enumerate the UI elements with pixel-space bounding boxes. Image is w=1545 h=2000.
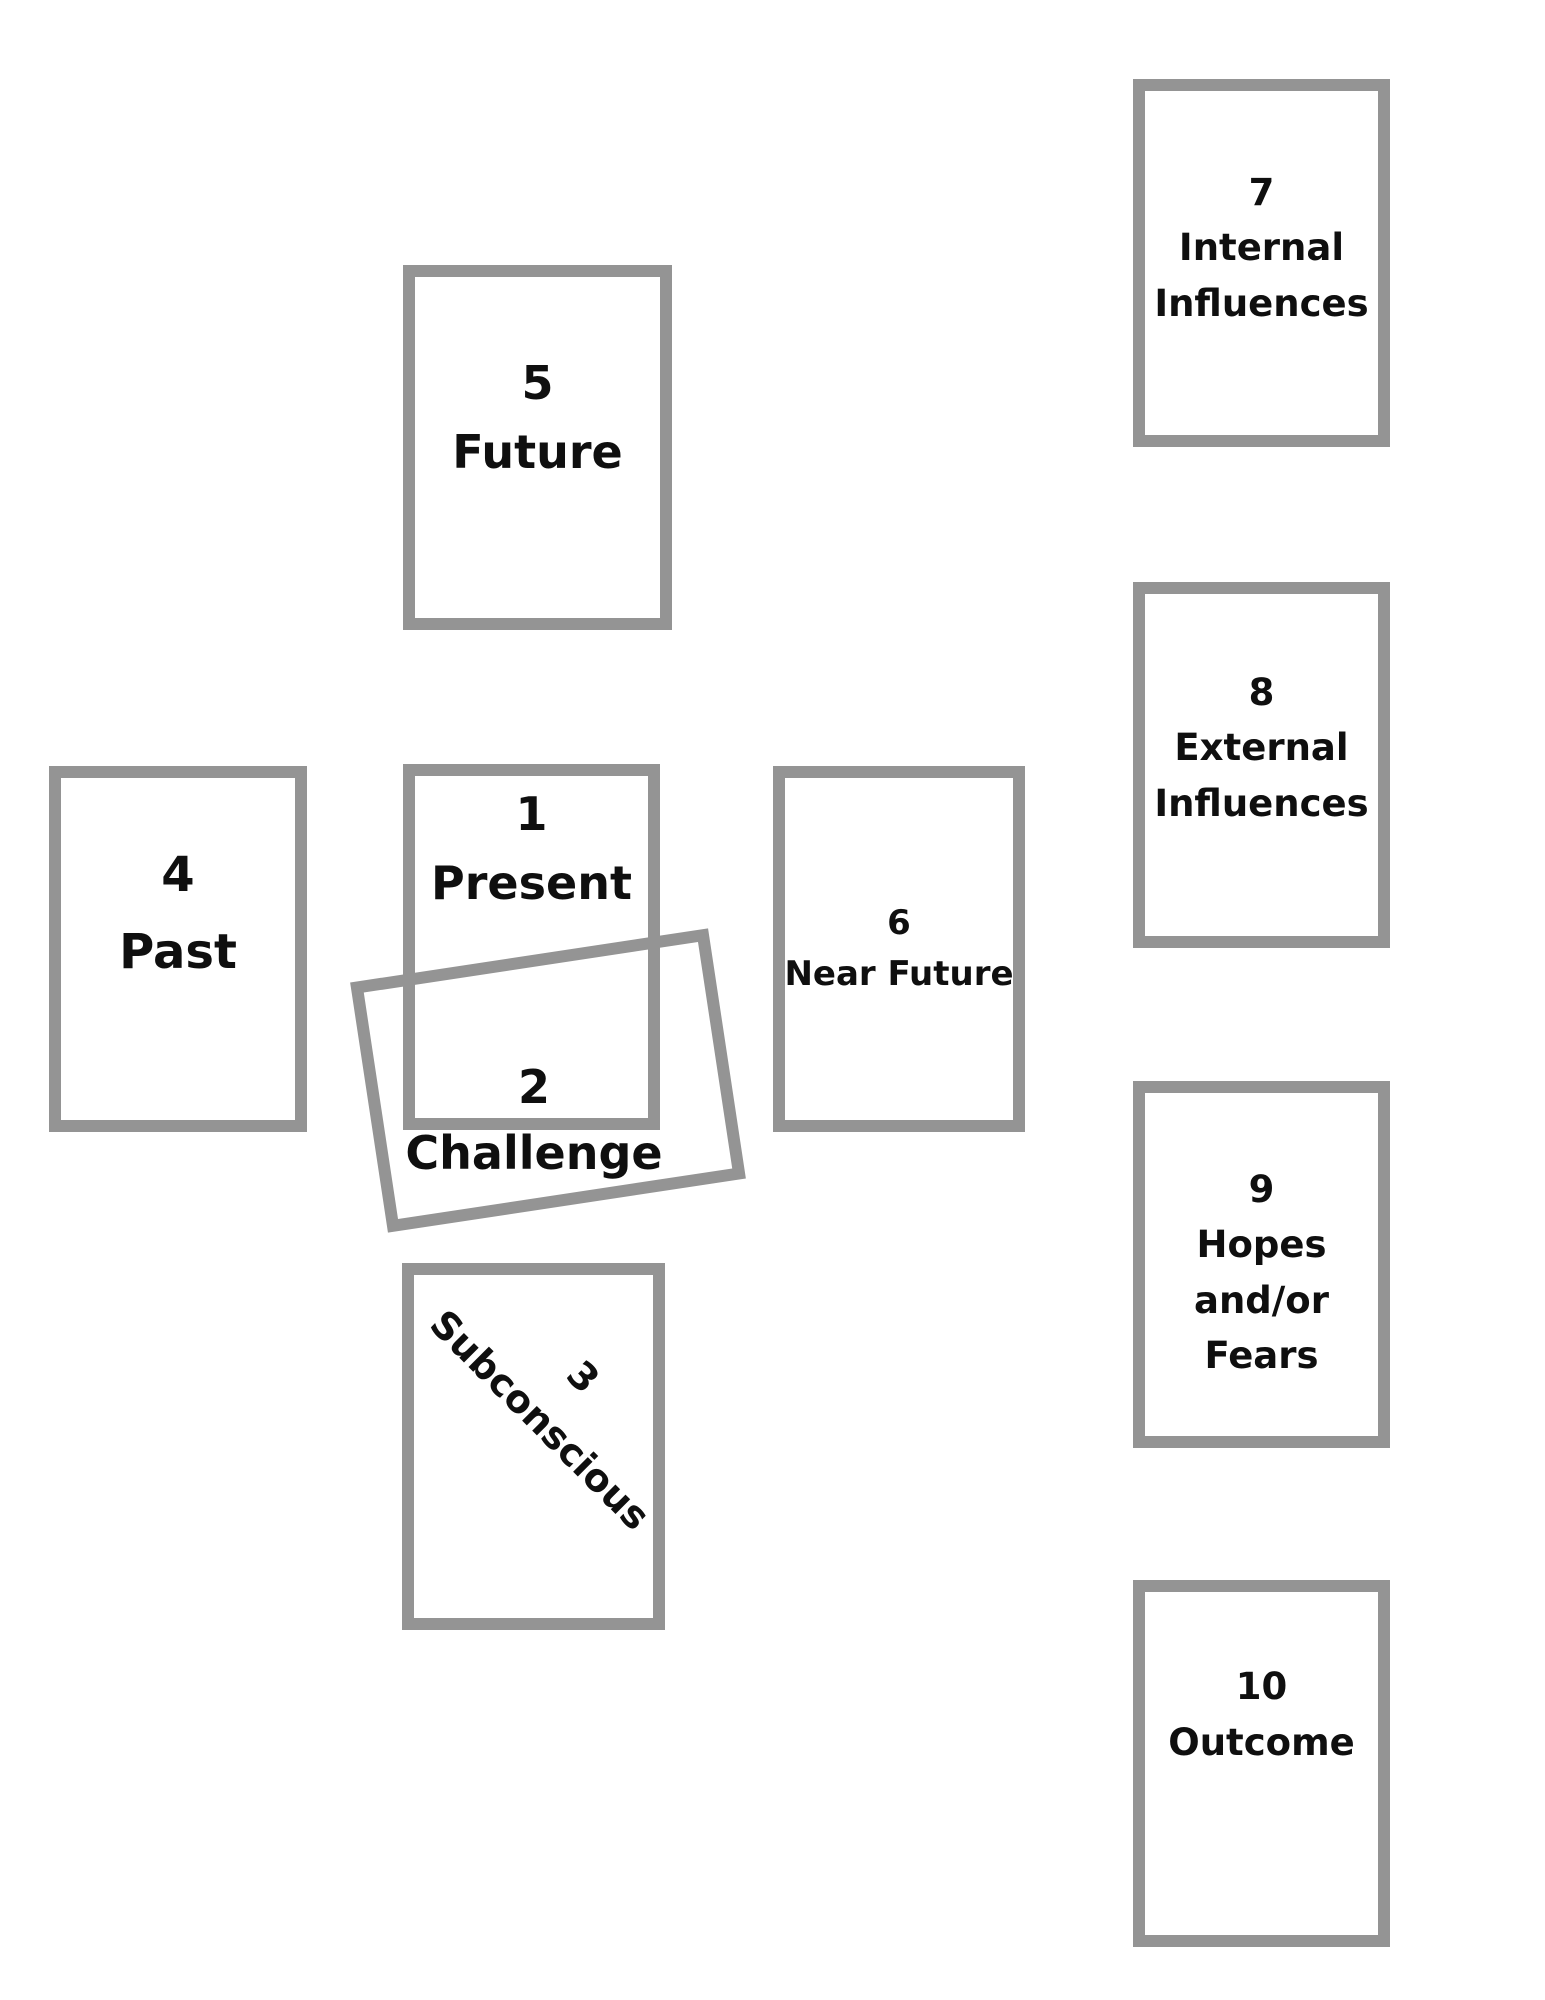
card-7-label: 7 Internal Influences xyxy=(1145,76,1378,420)
card-5-future: 5 Future xyxy=(403,265,672,630)
card-number: 4 xyxy=(161,847,195,904)
card-title: Hopes xyxy=(1196,1223,1327,1266)
card-title: Influences xyxy=(1154,781,1369,825)
card-5-label: 5 Future xyxy=(415,247,660,588)
card-title: Outcome xyxy=(1168,1720,1355,1764)
card-title: and/or xyxy=(1194,1278,1329,1322)
card-title: Challenge xyxy=(405,1126,663,1180)
card-number: 2 xyxy=(517,1060,550,1114)
card-number: 8 xyxy=(1248,670,1275,714)
card-1-label: 1 Present xyxy=(415,678,648,1020)
card-number: 6 xyxy=(887,903,911,943)
card-title: Present xyxy=(431,856,632,910)
card-10-outcome: 10 Outcome xyxy=(1133,1580,1390,1947)
card-1-present: 1 Present xyxy=(403,764,660,1130)
card-3-subconscious: 3 Subconscious xyxy=(402,1263,665,1630)
card-title: External xyxy=(1174,726,1349,770)
card-number: 10 xyxy=(1235,1665,1288,1708)
card-4-label: 4 Past xyxy=(61,743,295,1085)
card-title: Fears xyxy=(1204,1334,1319,1377)
card-3-label: 3 Subconscious xyxy=(356,1193,768,1605)
card-title: Internal xyxy=(1178,226,1345,270)
card-2-challenge: 2 Challenge xyxy=(350,928,746,1233)
card-7-internal-influences: 7 Internal Influences xyxy=(1133,79,1390,447)
card-6-near-future: 6 Near Future xyxy=(773,766,1025,1132)
card-number: 1 xyxy=(515,787,548,841)
card-title: Past xyxy=(119,924,237,980)
card-number: 5 xyxy=(521,355,554,410)
card-number: 7 xyxy=(1248,170,1275,214)
card-4-past: 4 Past xyxy=(49,766,307,1132)
card-number: 9 xyxy=(1248,1167,1275,1211)
card-6-label: 6 Near Future xyxy=(784,778,1014,1120)
card-title: Influences xyxy=(1154,281,1369,325)
card-title: Future xyxy=(452,424,623,479)
card-title: Subconscious xyxy=(421,1301,659,1539)
card-8-external-influences: 8 External Influences xyxy=(1133,582,1390,948)
card-title: Near Future xyxy=(784,954,1014,994)
card-8-label: 8 External Influences xyxy=(1145,577,1378,919)
card-9-hopes-and-or-fears: 9 Hopes and/or Fears xyxy=(1133,1081,1390,1448)
card-9-label: 9 Hopes and/or Fears xyxy=(1145,1101,1378,1444)
card-2-label: 2 Challenge xyxy=(405,1054,662,1186)
card-10-label: 10 Outcome xyxy=(1145,1543,1378,1886)
